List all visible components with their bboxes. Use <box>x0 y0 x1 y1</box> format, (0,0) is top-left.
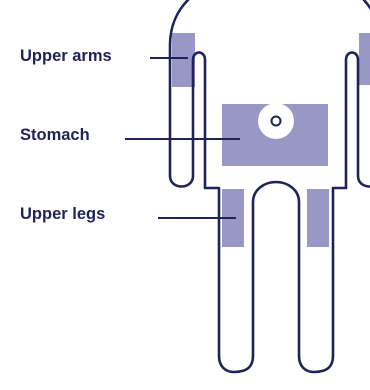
left-upper-arm-zone <box>172 33 195 87</box>
upper-legs-leader-line <box>158 217 236 219</box>
stomach-label: Stomach <box>20 126 90 144</box>
upper-legs-label: Upper legs <box>20 205 105 223</box>
right-upper-arm-zone <box>359 33 370 85</box>
body-outline <box>170 0 370 372</box>
upper-arms-label: Upper arms <box>20 47 112 65</box>
right-upper-leg-zone <box>307 189 329 247</box>
navel-background <box>258 103 294 139</box>
upper-arms-leader-line <box>150 57 188 59</box>
stomach-leader-line <box>125 138 240 140</box>
